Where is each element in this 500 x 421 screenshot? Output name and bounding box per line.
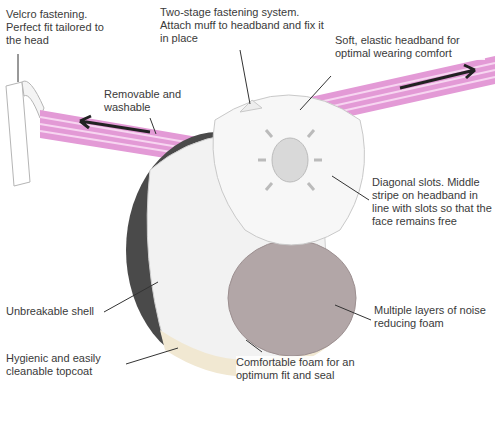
callout-label: Removable and washable: [104, 88, 196, 114]
callout-label: Comfortable foam for an optimum fit and …: [236, 356, 376, 382]
callout-label: Soft, elastic headband for optimal weari…: [335, 34, 485, 60]
direction-arrow: [400, 65, 475, 88]
callout-label: Multiple layers of noise reducing foam: [374, 304, 492, 330]
ear-muff: [126, 95, 365, 376]
callout-label: Unbreakable shell: [6, 305, 102, 318]
callout-label: Two-stage fastening system. Attach muff …: [160, 6, 330, 45]
callout-label: Hygienic and easily cleanable topcoat: [6, 352, 124, 378]
callout-label: Velcro fastening. Perfect fit tailored t…: [6, 8, 114, 47]
callout-label: Diagonal slots. Middle stripe on headban…: [372, 176, 496, 228]
velcro-tab: [6, 82, 30, 186]
direction-arrow: [80, 116, 150, 132]
